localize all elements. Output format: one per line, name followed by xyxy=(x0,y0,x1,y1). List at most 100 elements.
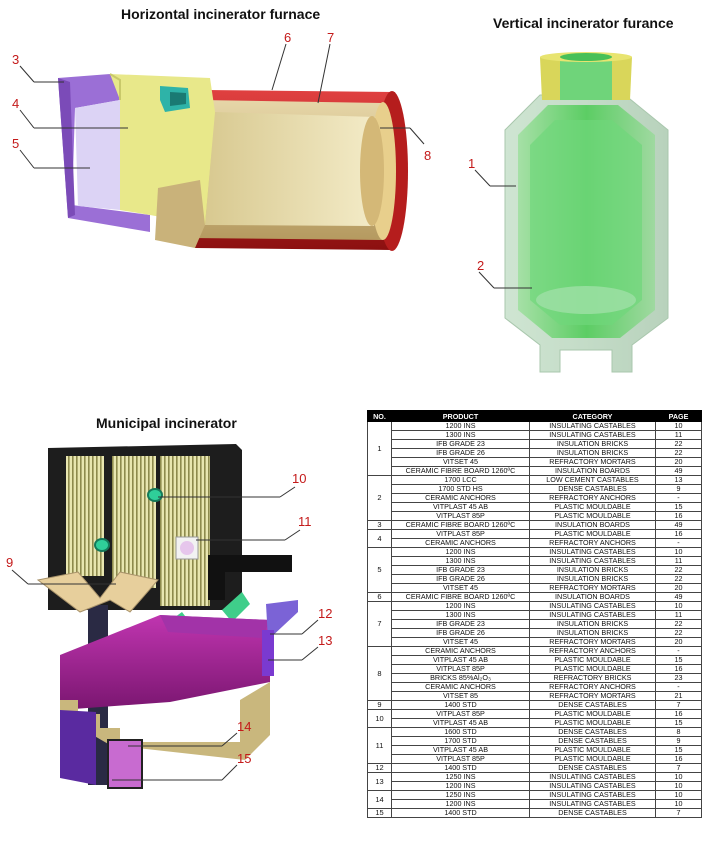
page-cell: 49 xyxy=(655,592,702,602)
category-cell: PLASTIC MOULDABLE xyxy=(529,655,656,665)
category-cell: REFRACTORY BRICKS xyxy=(529,673,656,683)
category-cell: INSULATION BRICKS xyxy=(529,439,656,449)
page-cell: 10 xyxy=(655,547,702,557)
horizontal-furnace-title: Horizontal incinerator furnace xyxy=(121,6,321,22)
page-cell: 10 xyxy=(655,772,702,782)
product-cell: 1200 INS xyxy=(391,799,530,809)
page-cell: 9 xyxy=(655,736,702,746)
category-cell: LOW CEMENT CASTABLES xyxy=(529,475,656,485)
product-table-header: NO. PRODUCT CATEGORY PAGE xyxy=(367,410,702,422)
category-cell: INSULATION BOARDS xyxy=(529,466,656,476)
category-cell: INSULATING CASTABLES xyxy=(529,421,656,431)
page-cell: 9 xyxy=(655,484,702,494)
callout-3: 3 xyxy=(12,52,19,67)
product-cell: VITSET 45 xyxy=(391,637,530,647)
product-cell: VITPLAST 45 AB xyxy=(391,745,530,755)
municipal-callouts: 10 11 9 12 13 14 15 xyxy=(6,471,332,781)
category-cell: PLASTIC MOULDABLE xyxy=(529,754,656,764)
product-cell: VITPLAST 85P xyxy=(391,754,530,764)
callout-1: 1 xyxy=(468,156,475,171)
group-number: 2 xyxy=(367,475,392,521)
product-cell: VITPLAST 45 AB xyxy=(391,502,530,512)
product-cell: CERAMIC ANCHORS xyxy=(391,682,530,692)
product-cell: 1300 INS xyxy=(391,430,530,440)
vertical-furnace-drawing xyxy=(504,52,669,373)
category-cell: INSULATING CASTABLES xyxy=(529,790,656,800)
header-category: CATEGORY xyxy=(529,410,656,422)
product-cell: BRICKS 85%Al₂O₃ xyxy=(391,673,530,683)
category-cell: DENSE CASTABLES xyxy=(529,808,656,818)
page-cell: 15 xyxy=(655,745,702,755)
page-cell: 7 xyxy=(655,700,702,710)
page-cell: 22 xyxy=(655,574,702,584)
product-cell: IFB GRADE 26 xyxy=(391,448,530,458)
callout-10: 10 xyxy=(292,471,306,486)
municipal-incinerator-drawing xyxy=(36,444,298,789)
page-cell: 22 xyxy=(655,565,702,575)
product-cell: VITPLAST 45 AB xyxy=(391,718,530,728)
category-cell: INSULATING CASTABLES xyxy=(529,430,656,440)
category-cell: DENSE CASTABLES xyxy=(529,763,656,773)
page-cell: 15 xyxy=(655,718,702,728)
category-cell: INSULATION BOARDS xyxy=(529,520,656,530)
product-cell: VITPLAST 85P xyxy=(391,664,530,674)
category-cell: INSULATION BRICKS xyxy=(529,628,656,638)
category-cell: INSULATION BRICKS xyxy=(529,574,656,584)
product-cell: 1700 STD HS xyxy=(391,484,530,494)
product-cell: IFB GRADE 23 xyxy=(391,619,530,629)
page-cell: 15 xyxy=(655,655,702,665)
product-cell: CERAMIC ANCHORS xyxy=(391,646,530,656)
page-cell: 23 xyxy=(655,673,702,683)
product-cell: 1200 INS xyxy=(391,601,530,611)
group-number: 6 xyxy=(367,592,392,602)
page-cell: 15 xyxy=(655,502,702,512)
group-number: 8 xyxy=(367,646,392,701)
callout-7: 7 xyxy=(327,30,334,45)
product-cell: CERAMIC FIBRE BOARD 1260ºC xyxy=(391,466,530,476)
product-cell: 1700 LCC xyxy=(391,475,530,485)
category-cell: INSULATING CASTABLES xyxy=(529,601,656,611)
product-cell: CERAMIC ANCHORS xyxy=(391,493,530,503)
municipal-incinerator-title: Municipal incinerator xyxy=(96,415,237,431)
category-cell: PLASTIC MOULDABLE xyxy=(529,709,656,719)
page-cell: 22 xyxy=(655,619,702,629)
group-number: 3 xyxy=(367,520,392,530)
category-cell: REFRACTORY ANCHORS xyxy=(529,646,656,656)
page-cell: 21 xyxy=(655,691,702,701)
group-number: 14 xyxy=(367,790,392,809)
callout-4: 4 xyxy=(12,96,19,111)
category-cell: PLASTIC MOULDABLE xyxy=(529,529,656,539)
category-cell: REFRACTORY MORTARS xyxy=(529,457,656,467)
category-cell: INSULATING CASTABLES xyxy=(529,799,656,809)
product-cell: 1600 STD xyxy=(391,727,530,737)
group-number: 11 xyxy=(367,727,392,764)
page-cell: 8 xyxy=(655,727,702,737)
category-cell: REFRACTORY MORTARS xyxy=(529,637,656,647)
product-cell: IFB GRADE 26 xyxy=(391,574,530,584)
callout-8: 8 xyxy=(424,148,431,163)
group-number: 13 xyxy=(367,772,392,791)
category-cell: REFRACTORY ANCHORS xyxy=(529,493,656,503)
category-cell: INSULATION BOARDS xyxy=(529,592,656,602)
page-cell: 11 xyxy=(655,556,702,566)
category-cell: PLASTIC MOULDABLE xyxy=(529,664,656,674)
page-cell: 16 xyxy=(655,511,702,521)
product-cell: 1300 INS xyxy=(391,556,530,566)
